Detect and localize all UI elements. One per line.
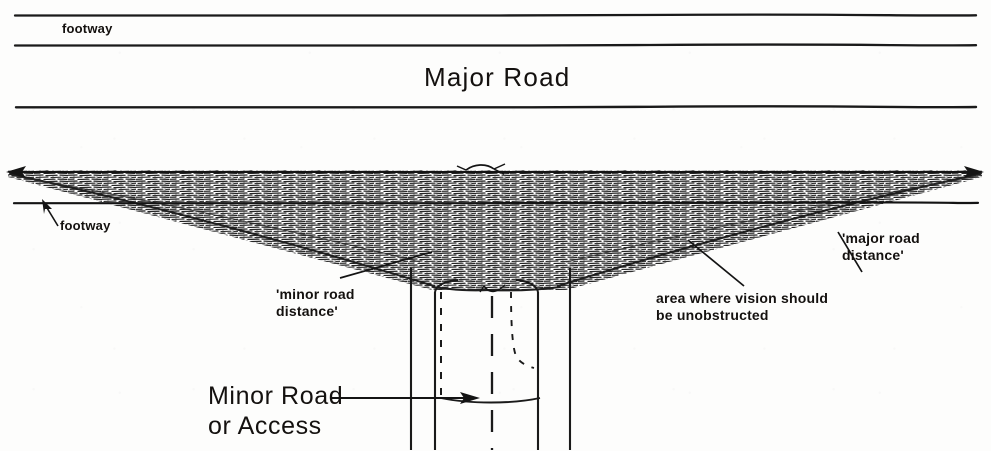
minor-road-distance-label: 'minor road distance' bbox=[276, 286, 355, 319]
minor-road-label: Minor Road or Access bbox=[208, 382, 344, 440]
vision-area-leader bbox=[687, 239, 745, 287]
vision-area-label: area where vision should be unobstructed bbox=[656, 290, 829, 323]
major-road-distance-label: 'major road distance' bbox=[842, 230, 920, 263]
visibility-splay-area bbox=[8, 170, 982, 292]
minor-road-distance-leader bbox=[339, 251, 433, 279]
footway-leader bbox=[42, 199, 59, 227]
footway-line bbox=[12, 201, 980, 205]
major-road-lines bbox=[13, 13, 978, 109]
major-road-dimension-line bbox=[6, 163, 984, 178]
major-road-distance-leader bbox=[837, 231, 863, 273]
major-road-label: Major Road bbox=[424, 62, 571, 92]
minor-road-lines bbox=[409, 268, 572, 450]
footway-left-label: footway bbox=[60, 218, 111, 233]
minor-road-leader bbox=[330, 392, 480, 404]
footway-top-label: footway bbox=[62, 21, 113, 36]
